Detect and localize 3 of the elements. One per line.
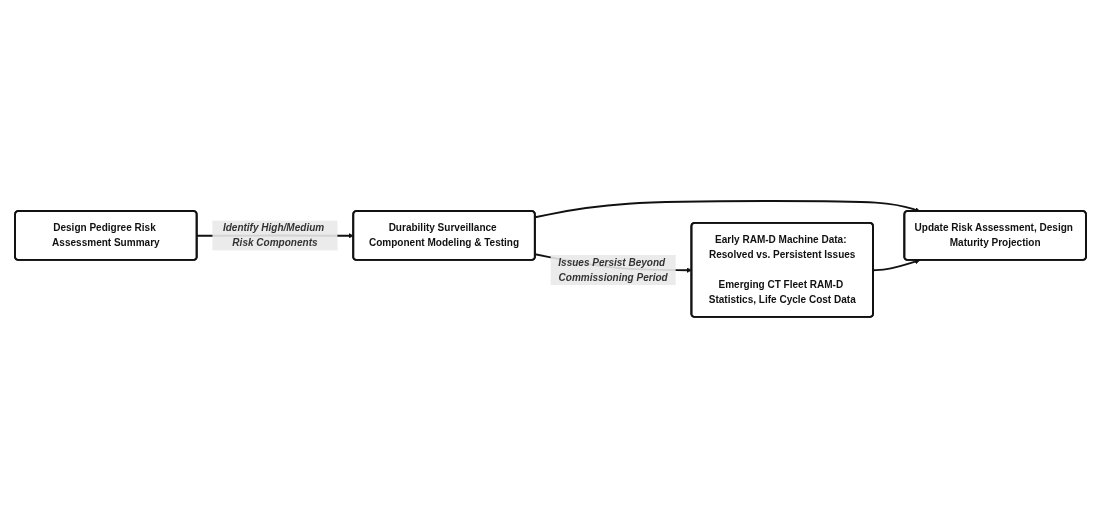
edge-label: Issues Persist Beyond Commissioning Period	[558, 256, 668, 283]
edge-label: Identify High/Medium Risk Components	[222, 222, 325, 249]
arrow	[534, 200, 921, 219]
